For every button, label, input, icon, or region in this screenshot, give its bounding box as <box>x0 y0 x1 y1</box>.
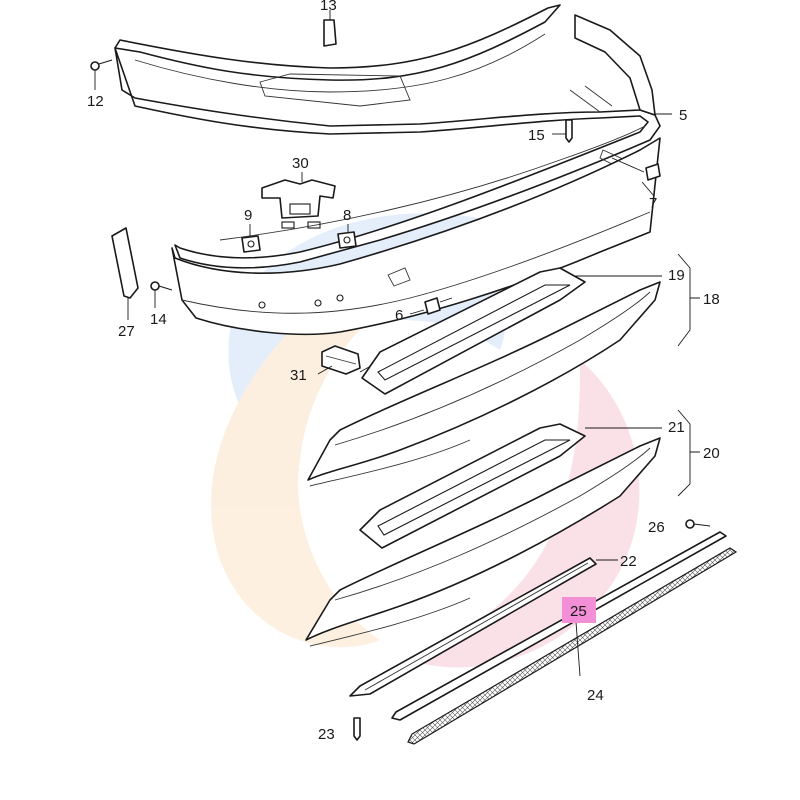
part-30-bracket <box>261 172 336 229</box>
part-14-screw <box>150 281 173 308</box>
callout-labels: 13 12 5 15 30 7 9 8 19 18 14 6 27 31 21 … <box>87 0 720 743</box>
callout-7: 7 <box>649 195 657 212</box>
part-22-strip <box>349 557 618 697</box>
highlight-box <box>562 597 596 623</box>
callout-23: 23 <box>318 726 335 743</box>
callout-21: 21 <box>668 419 685 436</box>
part-6-cap <box>409 297 453 315</box>
callout-30: 30 <box>292 155 309 172</box>
part-18-diffuser-upper <box>307 267 661 487</box>
callout-19: 19 <box>668 267 685 284</box>
callout-31: 31 <box>290 367 307 384</box>
part-23-screw <box>353 717 361 741</box>
part-15-screw <box>552 119 573 143</box>
part-27-side-bracket <box>111 227 139 320</box>
part-5-bumper-cover <box>114 4 661 269</box>
callout-26: 26 <box>648 519 665 536</box>
callout-5: 5 <box>679 107 687 124</box>
callout-25: 25 <box>570 603 587 620</box>
callout-24: 24 <box>587 687 604 704</box>
lower-bumper-panel <box>171 137 661 336</box>
callout-15: 15 <box>528 127 545 144</box>
callout-13: 13 <box>320 0 337 14</box>
callout-6: 6 <box>395 307 403 324</box>
part-20-diffuser-lower <box>305 423 661 647</box>
callout-14: 14 <box>150 311 167 328</box>
part-9-clip <box>241 224 261 253</box>
part-7-cap <box>611 157 661 197</box>
bracket-20 <box>677 409 700 497</box>
bracket-18 <box>677 253 700 347</box>
callout-20: 20 <box>703 445 720 462</box>
callout-8: 8 <box>343 207 351 224</box>
callout-18: 18 <box>703 291 720 308</box>
part-26-screw <box>685 519 711 529</box>
callout-9: 9 <box>244 207 252 224</box>
part-12-screw <box>90 59 113 90</box>
part-8-clip <box>337 224 357 249</box>
callout-12: 12 <box>87 93 104 110</box>
callout-27: 27 <box>118 323 135 340</box>
callout-22: 22 <box>620 553 637 570</box>
part-24-grille-strip <box>391 531 738 745</box>
part-13-clip <box>323 10 337 47</box>
